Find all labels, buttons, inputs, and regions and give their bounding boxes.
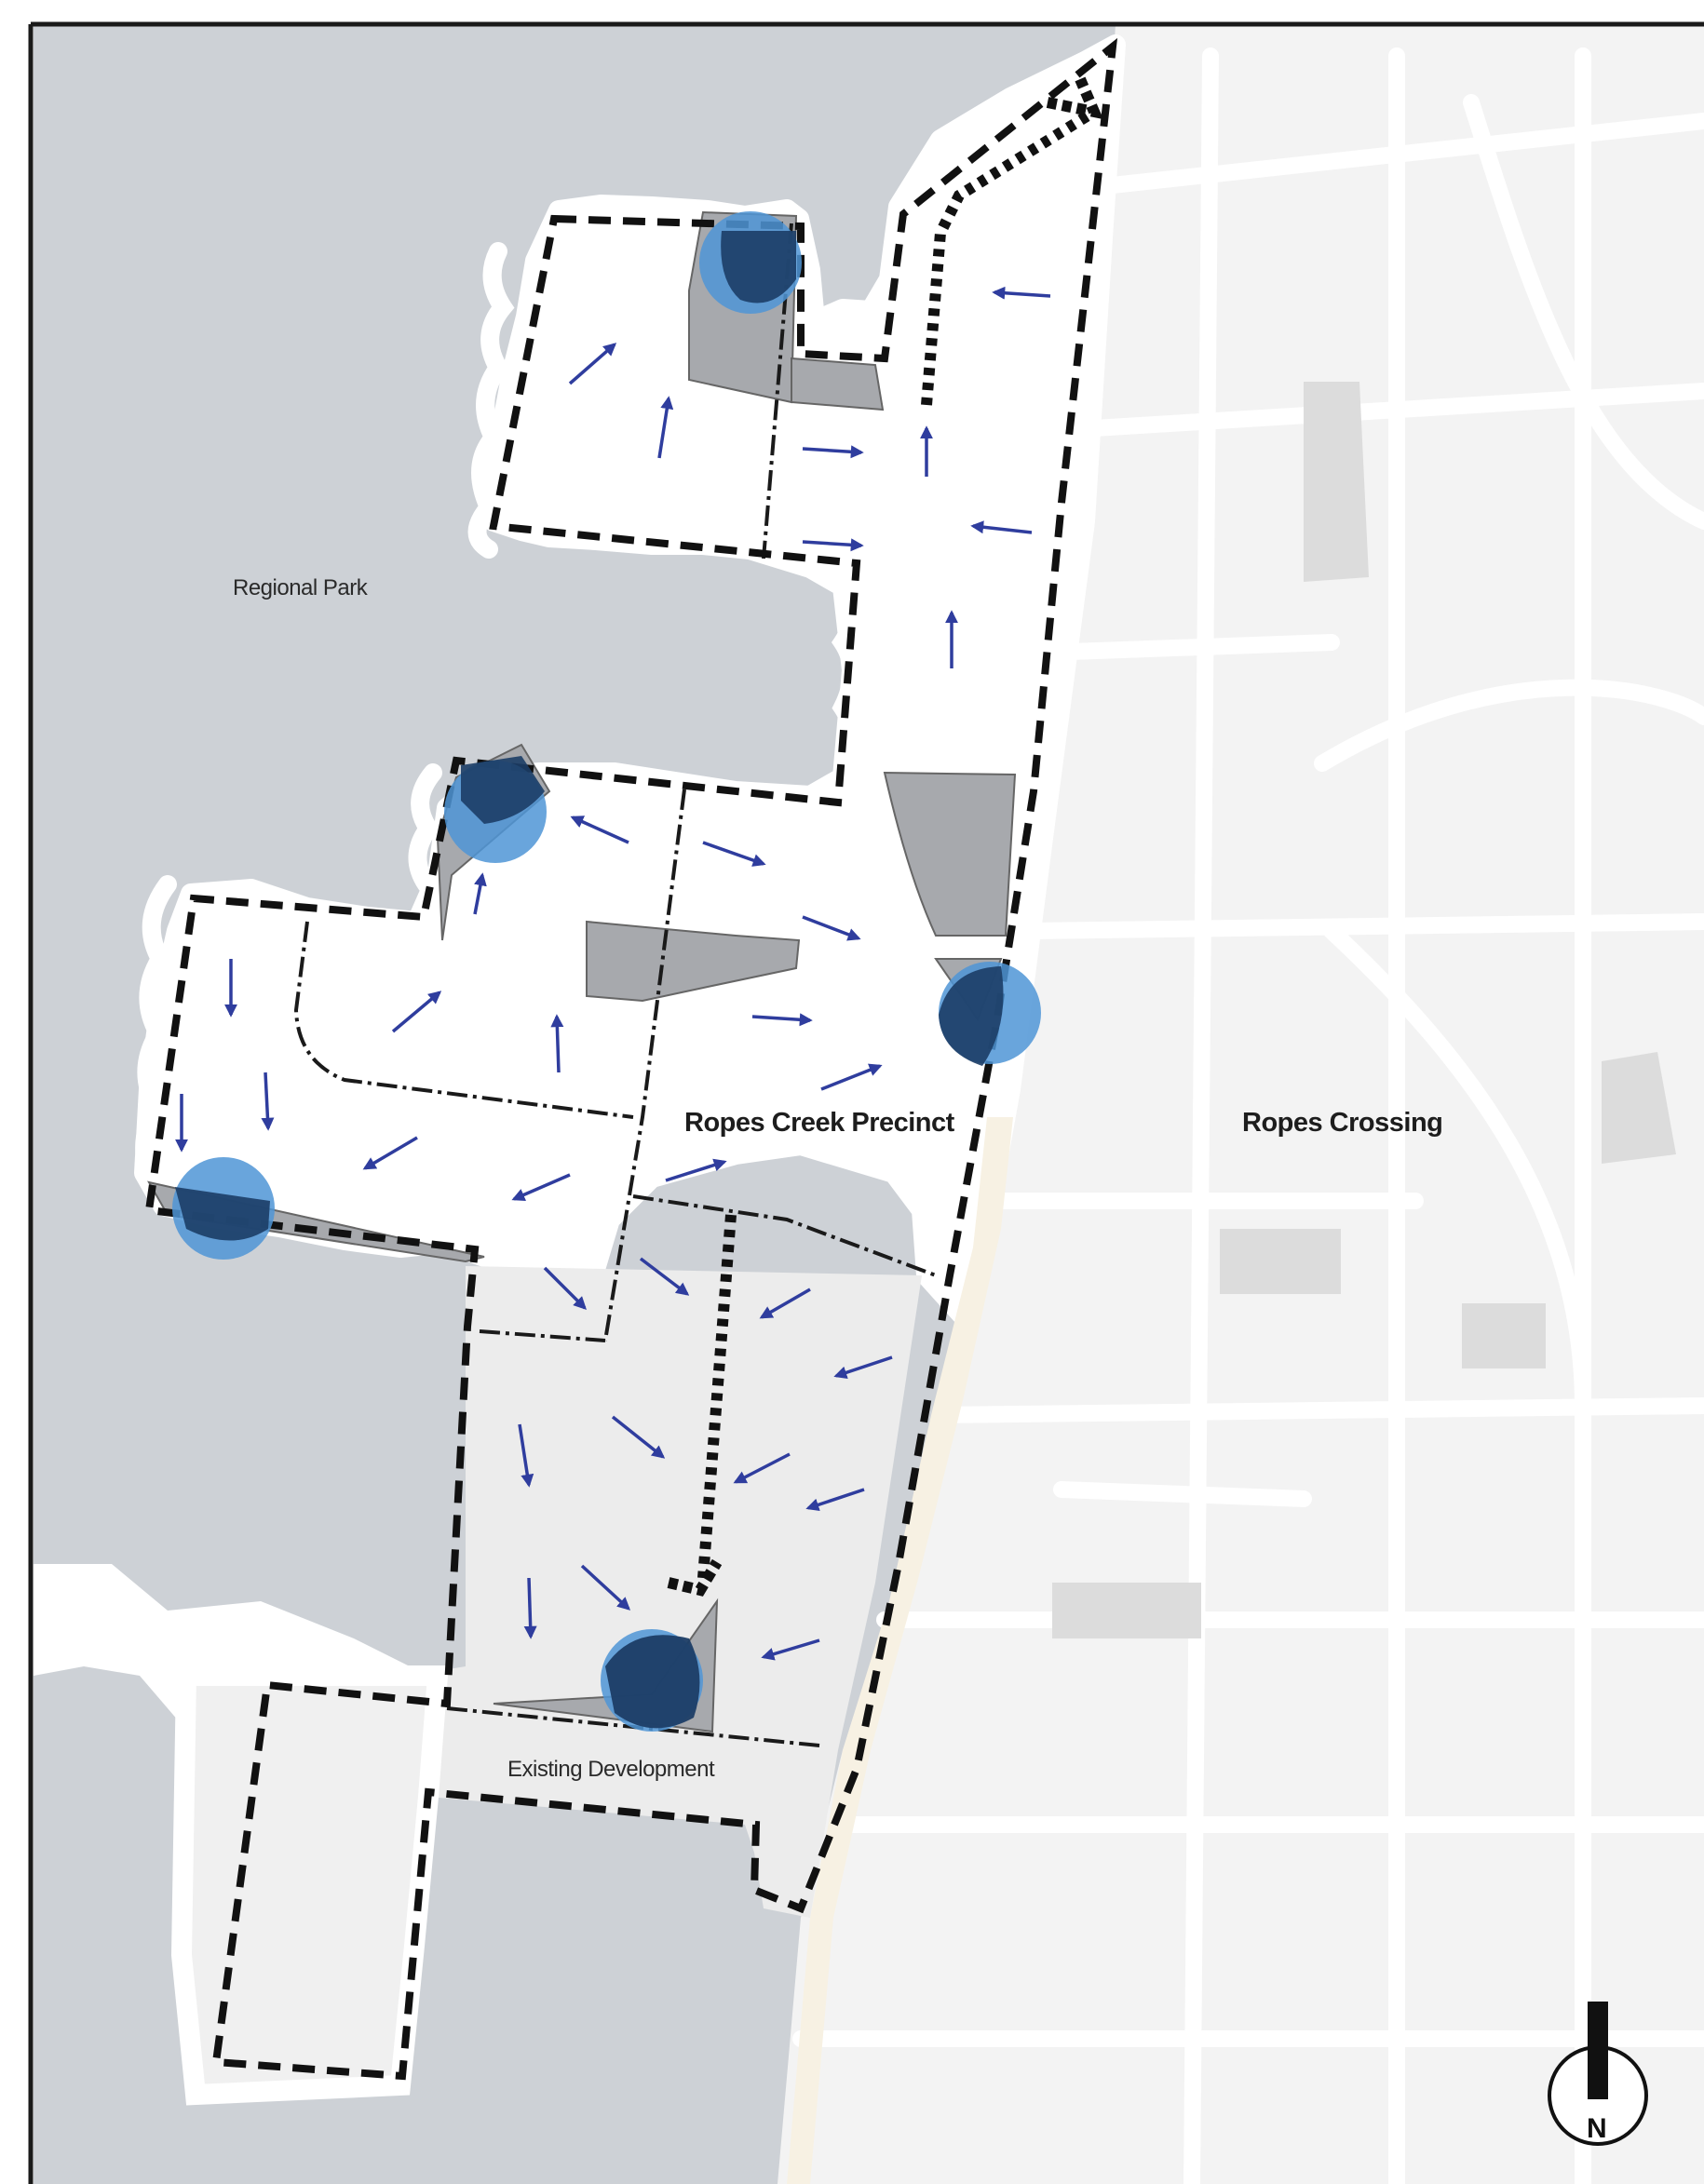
- flow-arrow-icon: [970, 520, 1033, 534]
- flow-arrow-icon: [702, 841, 766, 867]
- park-edge: [135, 242, 861, 1192]
- ropes-crossing-area: [778, 24, 1704, 2184]
- ropes-creek-precinct-label: Ropes Creek Precinct: [684, 1108, 954, 1138]
- flow-arrow-icon: [543, 1266, 587, 1310]
- western-riparian-band: [34, 1564, 410, 1741]
- flow-arrow-icon: [639, 1257, 690, 1296]
- flow-arrow-icon: [362, 1136, 418, 1170]
- flow-arrow-icon: [550, 1014, 564, 1073]
- south-access-arrowhead: [667, 1558, 723, 1597]
- site-boundary: [144, 37, 1118, 2081]
- existing-development-label: Existing Development: [507, 1757, 715, 1782]
- flow-arrow-icon: [473, 872, 487, 915]
- flow-arrow-icon: [733, 1452, 791, 1484]
- flow-arrow-icon: [820, 1063, 883, 1091]
- ropes-crossing-label: Ropes Crossing: [1242, 1108, 1443, 1138]
- flow-arrow-icon: [833, 1355, 893, 1380]
- detention-basin-icon: [444, 756, 547, 863]
- flow-arrow-icon: [568, 343, 617, 385]
- flow-arrow-icon: [992, 286, 1051, 300]
- flow-arrow-icon: [611, 1415, 666, 1459]
- map-frame: [28, 21, 1704, 2184]
- flow-arrow-icon: [511, 1173, 571, 1201]
- flow-arrow-icon: [523, 1577, 537, 1639]
- flow-arrow-icon: [759, 1287, 811, 1319]
- flow-arrow-icon: [391, 991, 442, 1033]
- flow-arrow-icon: [580, 1564, 631, 1611]
- detention-basins: [172, 211, 1041, 1732]
- creek-strip: [787, 1117, 1013, 2184]
- north-arrow-icon[interactable]: [1548, 2002, 1648, 2146]
- detention-basin-icon: [939, 962, 1041, 1066]
- flow-arrow-icon: [802, 915, 861, 941]
- flow-arrow-icon: [657, 396, 674, 459]
- flow-arrow-icon: [665, 1158, 727, 1182]
- north-access-arrowhead: [1046, 76, 1104, 120]
- south-access-path: [697, 1214, 737, 1579]
- north-label: N: [1587, 2113, 1607, 2144]
- southern-band: [170, 1665, 449, 2106]
- regional-park-label: Regional Park: [233, 575, 368, 600]
- flow-arrow-icon: [802, 445, 864, 459]
- flow-arrow-icon: [761, 1638, 820, 1661]
- suburb-dark-blocks: [1052, 382, 1676, 1638]
- flow-arrow-icon: [518, 1423, 534, 1488]
- flow-arrows: [175, 286, 1051, 1661]
- flow-arrow-icon: [570, 816, 629, 844]
- flow-arrow-icon: [805, 1488, 865, 1512]
- flow-arrow-icon: [261, 1072, 275, 1131]
- flow-arrow-icon: [802, 538, 864, 552]
- detention-basin-icon: [172, 1157, 275, 1260]
- flow-arrow-icon: [751, 1013, 813, 1027]
- detention-basin-icon: [601, 1629, 703, 1732]
- detention-basin-icon: [699, 211, 802, 314]
- suburb-roads: [792, 47, 1704, 2184]
